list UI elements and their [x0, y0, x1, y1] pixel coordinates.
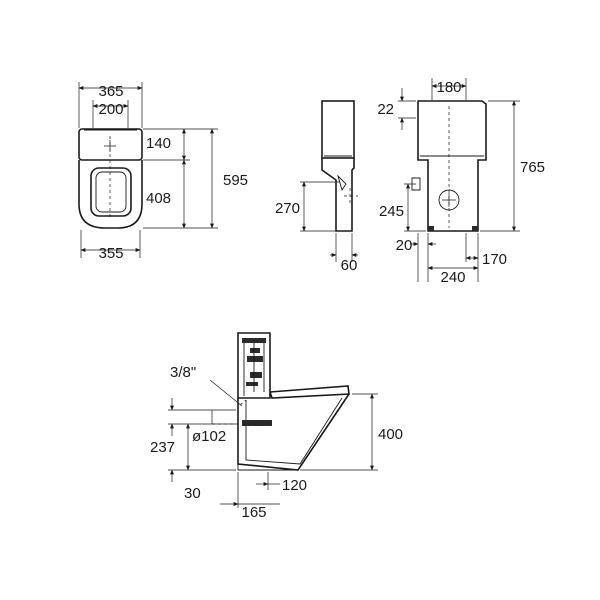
section-view: 3/8" ø102 237 400 30 120 165 [150, 332, 403, 521]
section-view-dimension-lines [168, 379, 378, 508]
dim-depth-outlet: 140 [146, 135, 171, 152]
dim-tank-top-offset: 22 [377, 101, 394, 118]
dim-inlet-height: 245 [379, 203, 404, 220]
dim-inlet-offset: 20 [396, 237, 413, 254]
back-view: 180 22 765 245 20 170 240 [377, 78, 545, 286]
dim-width-tank: 200 [98, 101, 123, 118]
dim-width-top: 180 [436, 79, 461, 96]
dim-outlet-pipe-offset: 120 [282, 477, 307, 494]
side-view-dimension-lines [300, 181, 358, 262]
side-view-outline [321, 100, 358, 232]
dim-inlet-thread: 3/8" [170, 364, 196, 381]
dim-depth-bowl: 408 [146, 190, 171, 207]
section-view-outline [212, 332, 350, 471]
dim-seat-height: 400 [378, 426, 403, 443]
top-view: 365 200 355 140 408 595 [78, 82, 248, 262]
top-view-outline [78, 128, 143, 229]
dim-width-overall: 365 [98, 83, 123, 100]
dim-outlet-offset: 60 [341, 257, 358, 274]
dim-floor-offset: 30 [184, 485, 201, 502]
dim-depth-overall: 595 [223, 172, 248, 189]
dim-width-bowl: 355 [98, 245, 123, 262]
back-view-outline [411, 100, 487, 232]
dim-outlet-distance: 165 [241, 504, 266, 521]
dim-outlet-height: 237 [150, 439, 175, 456]
dim-inlet-right: 170 [482, 251, 507, 268]
dim-outlet-diameter: ø102 [192, 428, 226, 445]
side-view: 270 60 [275, 100, 358, 274]
dim-height-overall: 765 [520, 159, 545, 176]
dim-floor-outlet-height: 270 [275, 200, 300, 217]
dim-base-width: 240 [440, 269, 465, 286]
back-view-dimension-lines [398, 78, 520, 282]
top-view-dimension-lines [78, 82, 218, 258]
